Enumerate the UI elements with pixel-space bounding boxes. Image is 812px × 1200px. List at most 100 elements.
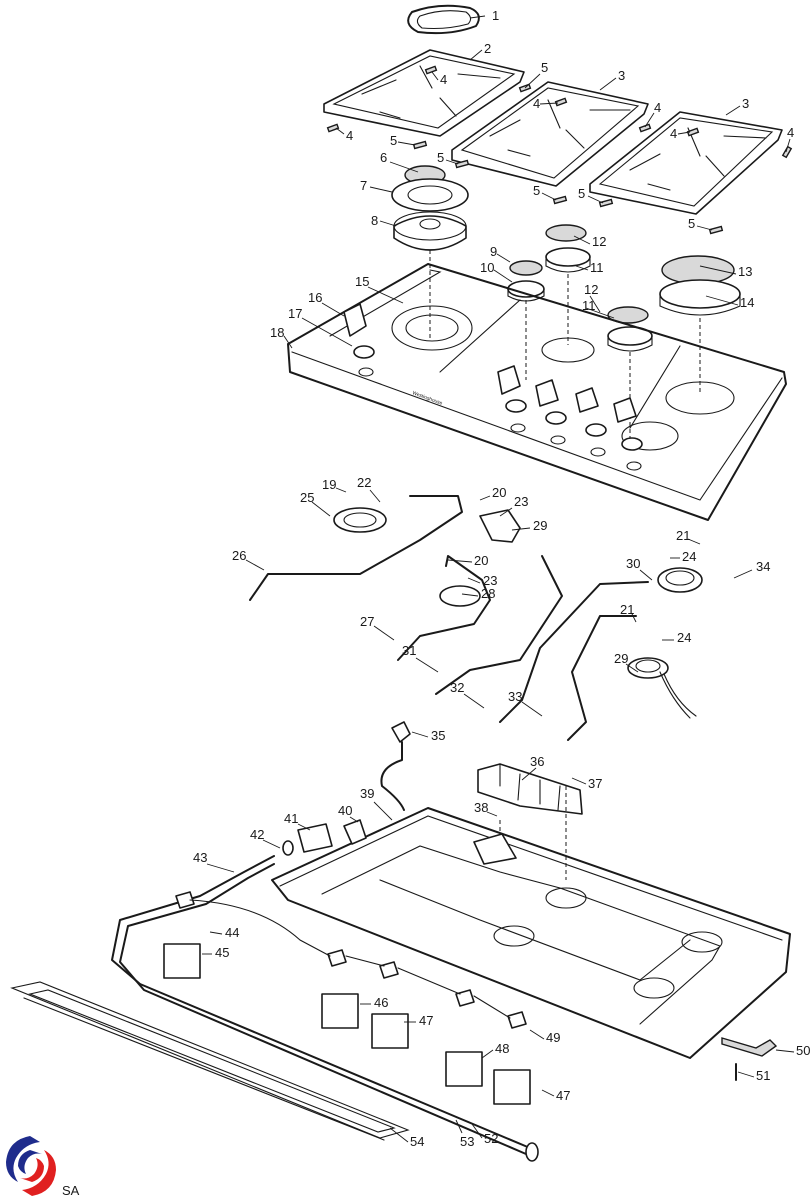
callout-leader-line (493, 269, 513, 283)
callout-leader-line (373, 801, 393, 821)
callout-leader-line (481, 1049, 494, 1059)
callout-leader-line (455, 1119, 463, 1134)
callout-label-12: 12 (592, 234, 606, 249)
callout-leader-line (573, 235, 591, 245)
callout-label-52: 52 (484, 1131, 498, 1146)
callout-label-4: 4 (787, 125, 794, 140)
callout-label-17: 17 (288, 306, 302, 321)
callout-leader-line (209, 931, 223, 935)
callout-leader-line (461, 593, 479, 597)
trivet-feet (326, 65, 793, 235)
callout-leader-line (521, 701, 543, 717)
callout-label-47: 47 (556, 1088, 570, 1103)
callout-leader-line (369, 489, 381, 503)
wok-ring-part (407, 4, 480, 35)
callout-leader-line (479, 495, 491, 501)
left-trivet-part (323, 49, 525, 137)
callout-leader-line (262, 839, 281, 849)
callout-label-22: 22 (357, 475, 371, 490)
callout-label-32: 32 (450, 680, 464, 695)
callout-label-23: 23 (514, 494, 528, 509)
callout-leader-line (411, 731, 429, 738)
callout-leader-line (321, 302, 345, 317)
callout-leader-line (775, 1049, 795, 1053)
callout-label-3: 3 (742, 96, 749, 111)
callout-leader-line (725, 105, 741, 116)
callout-label-50: 50 (796, 1043, 810, 1058)
callout-leader-line (575, 265, 589, 271)
callout-label-29: 29 (614, 651, 628, 666)
callout-label-31: 31 (402, 643, 416, 658)
callout-label-44: 44 (225, 925, 239, 940)
callout-leader-line (733, 569, 753, 579)
callout-leader-line (631, 613, 637, 623)
callout-leader-line (499, 507, 513, 517)
callout-leader-line (585, 307, 615, 319)
callout-leader-line (431, 71, 439, 81)
callout-label-2: 2 (484, 41, 491, 56)
callout-leader-line (785, 138, 791, 153)
callout-label-5: 5 (390, 133, 397, 148)
callout-leader-line (496, 253, 511, 263)
callout-label-33: 33 (508, 689, 522, 704)
callout-label-34: 34 (756, 559, 770, 574)
callout-label-53: 53 (460, 1134, 474, 1149)
callout-leader-line (389, 161, 419, 173)
callout-label-4: 4 (440, 72, 447, 87)
wok-burner-stack (391, 165, 469, 340)
callout-label-29: 29 (533, 518, 547, 533)
callout-label-4: 4 (346, 128, 353, 143)
callout-label-5: 5 (688, 216, 695, 231)
callout-label-42: 42 (250, 827, 264, 842)
brand-plate-text: Westinghouse (411, 390, 443, 407)
callout-label-25: 25 (300, 490, 314, 505)
callout-label-3: 3 (618, 68, 625, 83)
callout-leader-line (297, 823, 311, 831)
callout-leader-line (373, 625, 395, 641)
callout-leader-line (379, 220, 397, 227)
callout-leader-line (467, 577, 481, 584)
callout-label-10: 10 (480, 260, 494, 275)
callout-label-18: 18 (270, 325, 284, 340)
callout-label-4: 4 (670, 126, 677, 141)
callout-leader-line (699, 265, 737, 275)
callout-leader-line (445, 159, 459, 165)
callout-leader-line (539, 102, 559, 105)
callout-label-43: 43 (193, 850, 207, 865)
burner-bases-and-pipes (249, 495, 703, 741)
gas-inlet-parts (111, 819, 539, 1162)
logo-text: SA (62, 1183, 80, 1198)
callout-label-36: 36 (530, 754, 544, 769)
callout-leader-line (541, 1089, 555, 1097)
callout-leader-line (705, 295, 739, 306)
callout-leader-line (283, 335, 293, 349)
callout-label-24: 24 (682, 549, 696, 564)
callout-label-21: 21 (620, 602, 634, 617)
callout-leader-line (625, 663, 639, 673)
callout-label-26: 26 (232, 548, 246, 563)
callout-label-45: 45 (215, 945, 229, 960)
callout-leader-line (696, 225, 713, 231)
callout-label-9: 9 (490, 244, 497, 259)
callout-leader-line (529, 1029, 545, 1040)
callout-label-19: 19 (322, 477, 336, 492)
cooktop-surface-part: Westinghouse (287, 263, 787, 521)
callout-leader-line (369, 186, 393, 193)
callout-label-8: 8 (371, 213, 378, 228)
callout-label-5: 5 (578, 186, 585, 201)
gas-valves (163, 891, 531, 1105)
callout-label-16: 16 (308, 290, 322, 305)
callout-leader-line (571, 777, 587, 785)
callout-leader-line (469, 49, 483, 61)
base-pan-part (271, 807, 791, 1059)
callout-label-12: 12 (584, 282, 598, 297)
callout-leader-line (245, 559, 265, 571)
callout-label-35: 35 (431, 728, 445, 743)
callout-leader-line (469, 15, 486, 19)
callout-leader-line (389, 1127, 409, 1143)
callout-label-14: 14 (740, 295, 754, 310)
callout-leader-line (521, 767, 537, 781)
callout-label-24: 24 (677, 630, 691, 645)
